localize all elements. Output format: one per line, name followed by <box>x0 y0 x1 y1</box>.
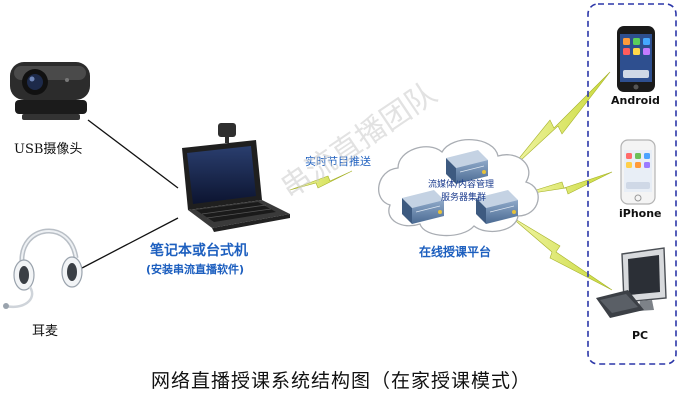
headset-icon <box>3 228 83 309</box>
headset-to-laptop-line <box>81 217 179 269</box>
server-icon <box>446 150 488 184</box>
android-label: Android <box>611 94 660 107</box>
platform-label: 在线授课平台 <box>419 245 492 259</box>
webcam-label: USB摄像头 <box>14 142 83 157</box>
wireless-links <box>289 71 613 291</box>
headset-label: 耳麦 <box>32 324 59 339</box>
server-icon <box>476 190 518 224</box>
webcam-to-laptop-line <box>87 119 179 189</box>
android-phone-icon <box>617 26 655 92</box>
pc-label: PC <box>632 329 649 342</box>
pc-monitor-icon <box>596 247 667 318</box>
webcam-icon <box>10 62 90 120</box>
cloud-label-line2: 服务器集群 <box>441 193 487 203</box>
client-devices-box <box>587 3 677 365</box>
laptop-to-cloud-bolt <box>289 170 353 191</box>
cloud-to-android-bolt <box>507 71 611 173</box>
stream-push-label: 实时节目推送 <box>305 155 371 168</box>
connector-lines <box>81 119 179 269</box>
diagram-caption: 网络直播授课系统结构图（在家授课模式） <box>150 370 531 392</box>
cloud-label-line1: 流媒体/内容管理 <box>428 180 495 190</box>
laptop-title: 笔记本或台式机 <box>150 243 248 259</box>
cloud-to-iphone-bolt <box>519 171 613 196</box>
cloud-to-pc-bolt <box>509 215 613 291</box>
iphone-icon <box>620 139 656 205</box>
server-icon <box>402 190 444 224</box>
iphone-label: iPhone <box>619 207 662 220</box>
laptop-icon <box>182 123 290 232</box>
laptop-subtitle: (安装串流直播软件) <box>146 263 245 276</box>
